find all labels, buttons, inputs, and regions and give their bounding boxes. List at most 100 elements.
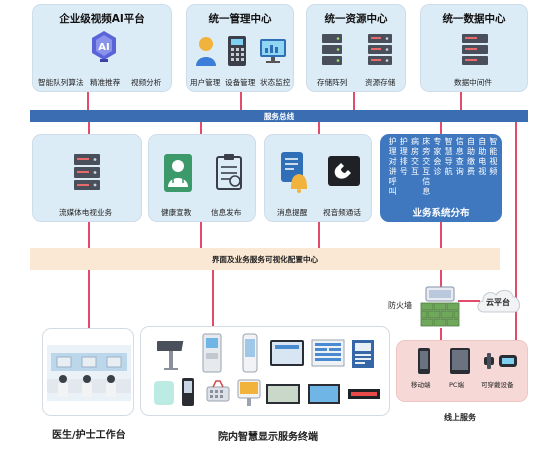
clipboard-icon (216, 154, 242, 190)
connector-mgmt-bus (240, 92, 242, 110)
connector-firewall-online (440, 328, 442, 342)
mobile-icon (418, 348, 430, 374)
storage-array-icon (322, 34, 342, 65)
data-server-icon (462, 34, 488, 65)
business-system-columns: 护理对讲呼叫护理排号病房交互床旁交互信息专家会诊智慧导航信息查询自助缴费自助电视… (387, 137, 499, 203)
ai-platform-title: 企业级视频AI平台 (59, 13, 145, 25)
connector-res-bus (353, 92, 355, 110)
connector-bus-biz (440, 122, 442, 134)
device-icon (228, 36, 246, 66)
mgmt-item-user: 用户管理 (190, 78, 221, 87)
tablet-device (270, 340, 304, 366)
ai-item-queue: 智能队列算法 (38, 78, 84, 87)
connector-ai-bus (87, 92, 89, 110)
wide-display-device (266, 384, 300, 404)
service-bus-label: 服务总线 (263, 111, 295, 121)
business-system-panel: 护理对讲呼叫护理排号病房交互床旁交互信息专家会诊智慧导航信息查询自助缴费自助电视… (380, 134, 502, 222)
health-item-education: 健康宣教 (161, 208, 192, 217)
health-item-publish: 信息发布 (211, 208, 242, 217)
svg-text:AI: AI (98, 42, 109, 53)
management-center-title: 统一管理中心 (208, 13, 272, 25)
res-item-storage: 资源存储 (365, 78, 396, 87)
connector-config-workstation (88, 270, 90, 330)
terminals-title: 院内智慧显示服务终端 (218, 432, 318, 443)
self-service-kiosk-device (202, 333, 222, 373)
media-server-icon (74, 154, 100, 190)
connector-iptv-config (88, 222, 90, 248)
iptv-panel: 流媒体电视业务 (32, 134, 142, 222)
connector-health-config (200, 222, 202, 248)
business-system-item: 智慧导航 (444, 137, 453, 176)
lcd-screen-device (308, 384, 340, 404)
cloud-icon (477, 289, 520, 313)
config-center-label: 界面及业务服务可视化配置中心 (211, 254, 319, 264)
connector-bus-health (200, 122, 202, 134)
connector-biz-config (440, 222, 442, 248)
health-info-panel: 健康宣教 信息发布 (148, 134, 256, 222)
connector-notify-config (318, 222, 320, 248)
storage-server-icon (368, 34, 392, 65)
resource-center-title: 统一资源中心 (324, 13, 388, 25)
connector-bus-online (515, 122, 517, 340)
business-system-item: 智能视频 (489, 137, 498, 176)
bell-icon (281, 152, 307, 193)
online-service-panel: 移动端 PC端 可穿戴设备 (396, 340, 528, 402)
kiosk-table-device (157, 341, 184, 370)
notify-item-videocall: 视音频通话 (323, 208, 361, 217)
blurred-device (154, 381, 174, 405)
connector-bus-notify (318, 122, 320, 134)
mgmt-item-status: 状态监控 (260, 78, 291, 87)
data-center-panel: 统一数据中心 数据中间件 (420, 4, 528, 92)
video-call-icon (328, 156, 360, 186)
terminals-panel (140, 326, 390, 416)
business-system-item: 自助缴费 (466, 137, 475, 176)
bedside-terminal-device (237, 379, 261, 406)
data-item-middleware: 数据中间件 (454, 78, 492, 87)
business-system-item: 专家会诊 (433, 137, 442, 176)
business-system-item: 自助电视 (478, 137, 487, 176)
ai-chip-icon: AI (92, 31, 116, 62)
res-item-array: 存储阵列 (317, 78, 348, 87)
service-bus: 服务总线 (30, 110, 528, 122)
firewall-icon (420, 286, 460, 327)
business-system-item: 护理排号 (399, 137, 408, 176)
online-item-wearable: 可穿戴设备 (481, 381, 514, 389)
connector-config-terminals (212, 270, 214, 326)
config-center-bar: 界面及业务服务可视化配置中心 (30, 248, 500, 270)
cloud-label: 云平台 (486, 298, 510, 307)
info-screen-device (311, 339, 345, 367)
workstation-panel (42, 328, 134, 416)
connector-firewall-cloud (458, 300, 480, 302)
online-item-pc: PC端 (449, 381, 464, 389)
keypad-device (206, 380, 230, 402)
pc-icon (450, 348, 470, 374)
business-system-item: 床旁交互信息 (422, 137, 431, 196)
ai-platform-panel: 企业级视频AI平台 AI 智能队列算法 精准推荐 视频分析 (32, 4, 172, 92)
handheld-terminal-device (182, 378, 194, 406)
workstation-title: 医生/护士工作台 (52, 430, 126, 441)
ai-item-analysis: 视频分析 (131, 78, 162, 87)
business-system-item: 病房交互 (410, 137, 419, 176)
notify-panel: 消息提醒 视音频通话 (264, 134, 372, 222)
business-system-title: 业务系统分布 (412, 208, 470, 219)
connector-config-firewall (440, 270, 442, 290)
iptv-label: 流媒体电视业务 (59, 208, 113, 217)
nurse-station-image (47, 345, 131, 401)
notify-item-reminder: 消息提醒 (277, 208, 308, 217)
connector-bus-iptv (88, 122, 90, 134)
doctor-icon (164, 154, 192, 192)
wearable-icon (484, 353, 517, 369)
mgmt-item-device: 设备管理 (225, 78, 256, 87)
online-item-mobile: 移动端 (411, 381, 431, 389)
led-strip-device (348, 389, 380, 399)
monitor-icon (260, 39, 286, 63)
firewall-label: 防火墙 (388, 301, 412, 310)
user-icon (196, 37, 216, 66)
resource-center-panel: 统一资源中心 存储阵列 资源存储 (306, 4, 406, 92)
business-system-item: 信息查询 (455, 137, 464, 176)
ai-item-recommend: 精准推荐 (90, 78, 121, 87)
door-screen-device (352, 340, 374, 368)
business-system-item: 护理对讲呼叫 (388, 137, 397, 196)
management-center-panel: 统一管理中心 用户管理 设备管理 状态监控 (186, 4, 294, 92)
data-center-title: 统一数据中心 (442, 13, 506, 25)
